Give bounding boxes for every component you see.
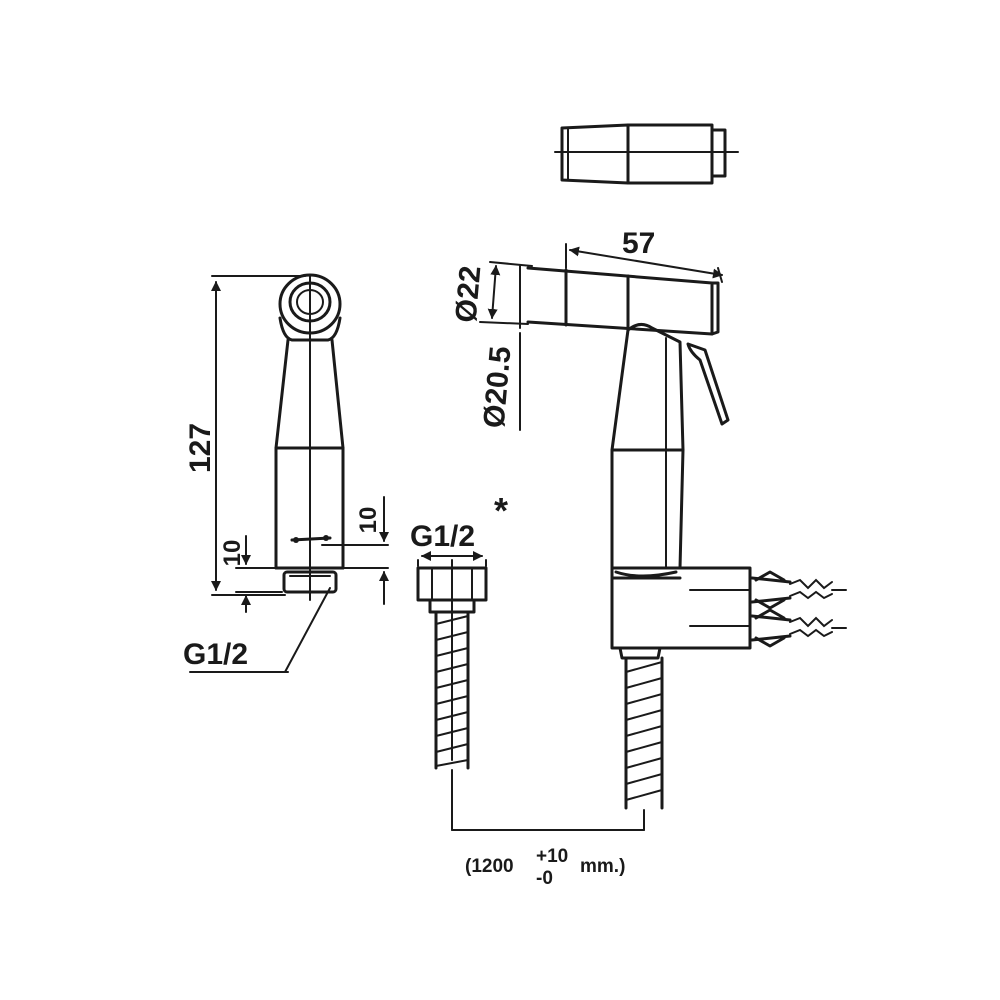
hose-length-unit: mm.) [580, 856, 625, 877]
dim-dia-20-5-label: Ø20.5 [478, 345, 518, 429]
dimension-dia-22 [479, 261, 533, 325]
asterisk-mark: * [494, 490, 508, 531]
front-view-handle [274, 273, 345, 601]
thread-left-label: G1/2 [183, 638, 248, 671]
dim-127-label: 127 [184, 423, 217, 473]
thread-dimension-hose [417, 551, 487, 567]
hose-length-open: (1200 [465, 856, 514, 877]
dimension-10-left [235, 535, 283, 613]
top-view-nozzle [554, 123, 739, 185]
side-view-handle [526, 266, 847, 660]
thread-leader-left [189, 587, 331, 673]
hose-left-connector [416, 559, 488, 770]
hose-length-dimension [451, 769, 645, 831]
dim-dia-22-label: Ø22 [450, 264, 488, 323]
hose-tolerance-plus: +10 [536, 846, 568, 867]
thread-hose-label: G1/2 [410, 520, 475, 553]
dimension-10-right [321, 496, 389, 605]
dim-10-right-label: 10 [355, 507, 382, 534]
hose-right-section [624, 656, 664, 810]
dimension-57 [565, 243, 723, 283]
dim-10-left-label: 10 [219, 540, 246, 567]
hose-tolerance-minus: -0 [536, 868, 553, 889]
dim-57-label: 57 [622, 227, 655, 260]
